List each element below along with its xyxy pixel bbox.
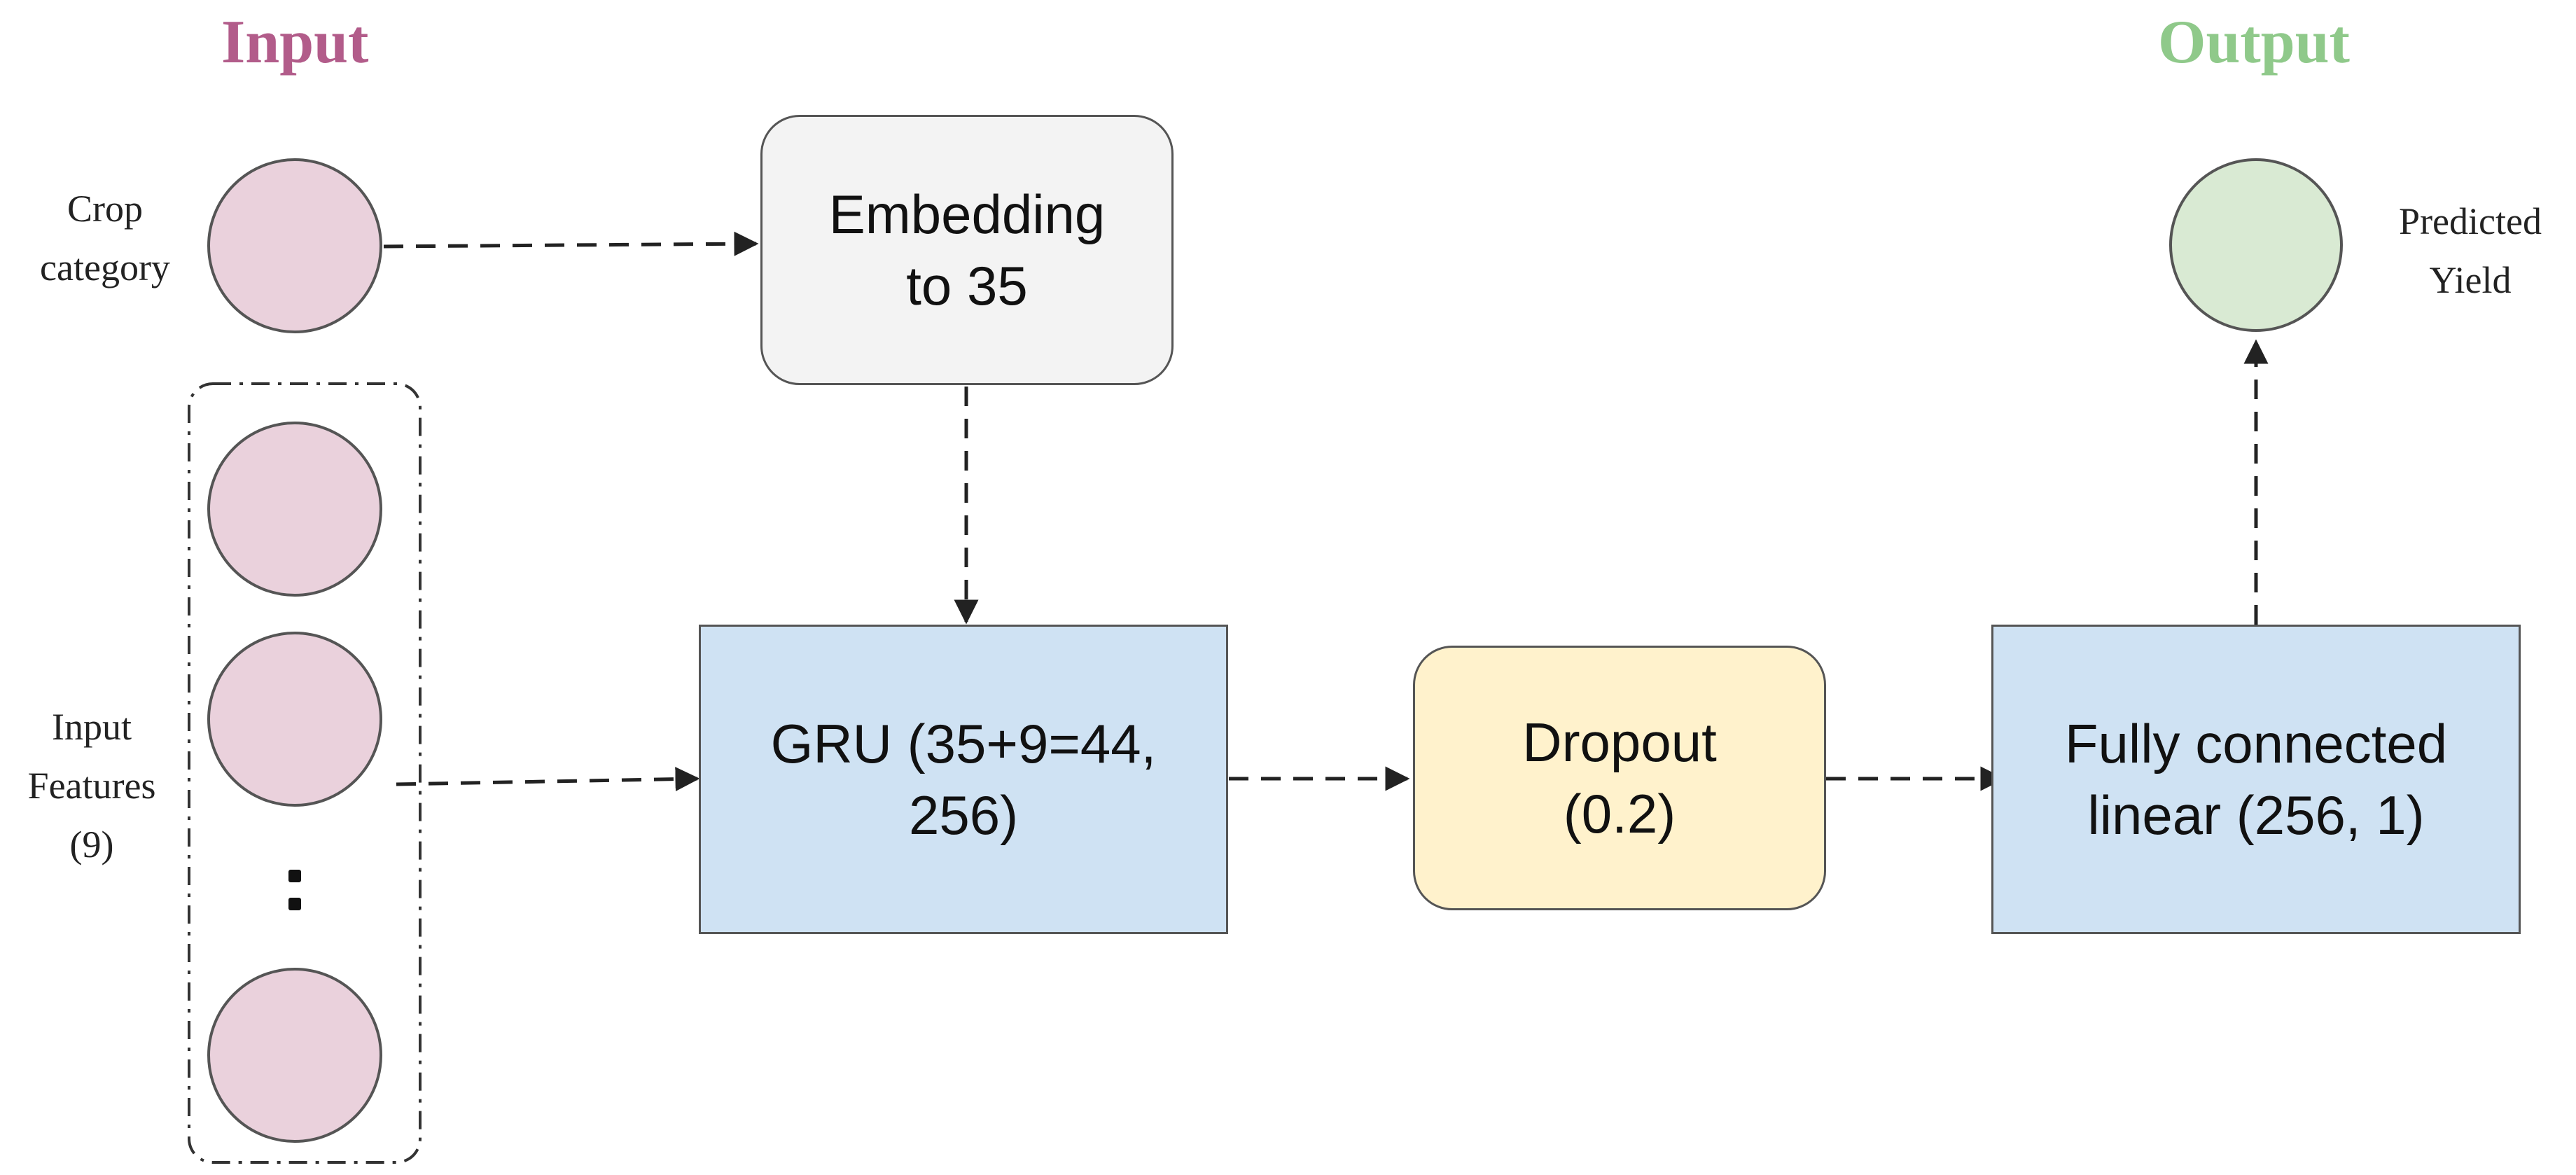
fc-line1: Fully connected (2064, 713, 2448, 774)
predicted-yield-label: Predicted Yield (2399, 200, 2542, 301)
ellipsis-dot-top (288, 870, 301, 882)
crop-category-node (207, 158, 382, 333)
input-features-label: Input Features (9) (27, 706, 156, 865)
arrow-crop-to-embedding (383, 231, 759, 256)
input-features-group-border (188, 382, 422, 1164)
gru-line1: GRU (35+9=44, (770, 713, 1157, 774)
output-title: Output (2158, 8, 2350, 76)
input-title: Input (221, 8, 369, 76)
dropout-line1: Dropout (1522, 711, 1717, 773)
input-feature-node-1 (207, 422, 382, 597)
predicted-yield-node (2169, 158, 2343, 332)
input-feature-node-2 (207, 632, 382, 807)
gru-box: GRU (35+9=44, 256) (699, 625, 1228, 934)
dropout-box: Dropout (0.2) (1413, 646, 1826, 910)
gru-line2: 256) (908, 784, 1019, 846)
embedding-box: Embedding to 35 (760, 115, 1174, 385)
dropout-line2: (0.2) (1563, 783, 1676, 844)
input-feature-node-n (207, 968, 382, 1143)
crop-category-label: Crop category (40, 188, 170, 288)
ellipsis-dot-bottom (288, 898, 301, 910)
embedding-line1: Embedding (828, 183, 1106, 245)
fully-connected-box: Fully connected linear (256, 1) (1991, 625, 2521, 934)
embedding-line2: to 35 (906, 255, 1028, 317)
fc-line2: linear (256, 1) (2087, 784, 2425, 846)
arrow-features-to-gru (396, 767, 700, 792)
